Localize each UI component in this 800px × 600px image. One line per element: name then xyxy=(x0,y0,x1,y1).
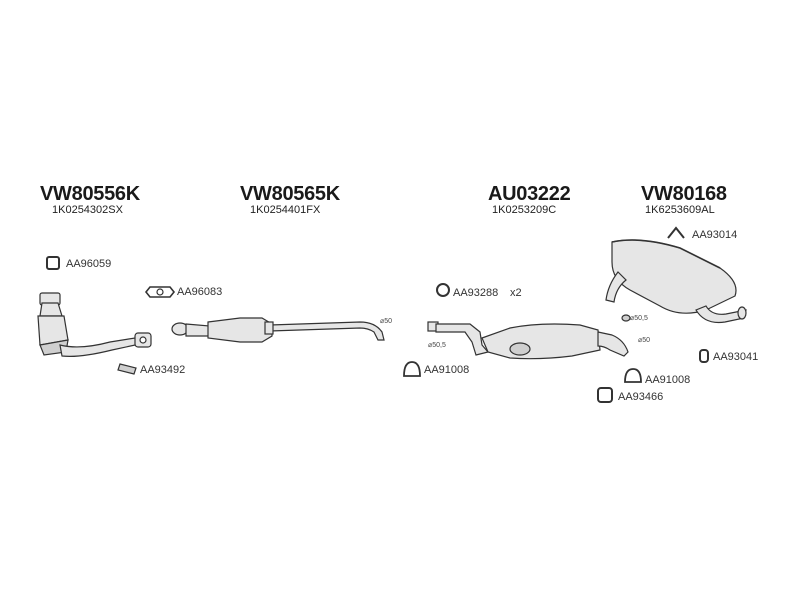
dim-mid-50: ⌀50 xyxy=(638,337,651,344)
label-aa93041: AA93041 xyxy=(713,351,759,363)
dim-rear-50-5: ⌀50,5 xyxy=(630,315,648,322)
clamp-aa91008-right xyxy=(624,368,642,383)
label-aa91008-right: AA91008 xyxy=(645,374,691,386)
mount-aa93466 xyxy=(597,387,613,403)
label-aa93288: AA93288 xyxy=(453,287,499,299)
label-aa91008-left: AA91008 xyxy=(424,364,470,376)
rear-silencer xyxy=(605,239,747,324)
assembly-code-1: VW80556K xyxy=(40,183,140,205)
gasket-aa96059 xyxy=(46,256,60,270)
assembly-oem-4: 1K6253609AL xyxy=(645,204,715,216)
gasket-aa93288 xyxy=(436,283,450,297)
dim-front-50: ⌀50 xyxy=(380,318,393,325)
assembly-oem-1: 1K0254302SX xyxy=(52,204,123,216)
label-aa96059: AA96059 xyxy=(66,258,112,270)
hanger-aa93014 xyxy=(667,226,685,239)
assembly-oem-3: 1K0253209C xyxy=(492,204,557,216)
label-aa93014: AA93014 xyxy=(692,229,738,241)
label-aa93492: AA93492 xyxy=(140,364,186,376)
dim-mid-50-5: ⌀50,5 xyxy=(428,342,446,349)
clamp-aa91008-left xyxy=(403,361,421,377)
assembly-code-4: VW80168 xyxy=(641,183,727,205)
stud-aa93492 xyxy=(117,363,137,375)
front-catalytic-converter xyxy=(37,292,152,357)
label-aa93466: AA93466 xyxy=(618,391,664,403)
rubber-aa93041 xyxy=(699,349,709,363)
label-aa93288-qty: x2 xyxy=(510,287,522,299)
assembly-code-3: AU03222 xyxy=(488,183,571,205)
middle-catalyst-pipe xyxy=(171,317,385,343)
label-aa96083: AA96083 xyxy=(177,286,223,298)
middle-silencer xyxy=(427,321,629,360)
assembly-oem-2: 1K0254401FX xyxy=(250,204,321,216)
assembly-code-2: VW80565K xyxy=(240,183,340,205)
